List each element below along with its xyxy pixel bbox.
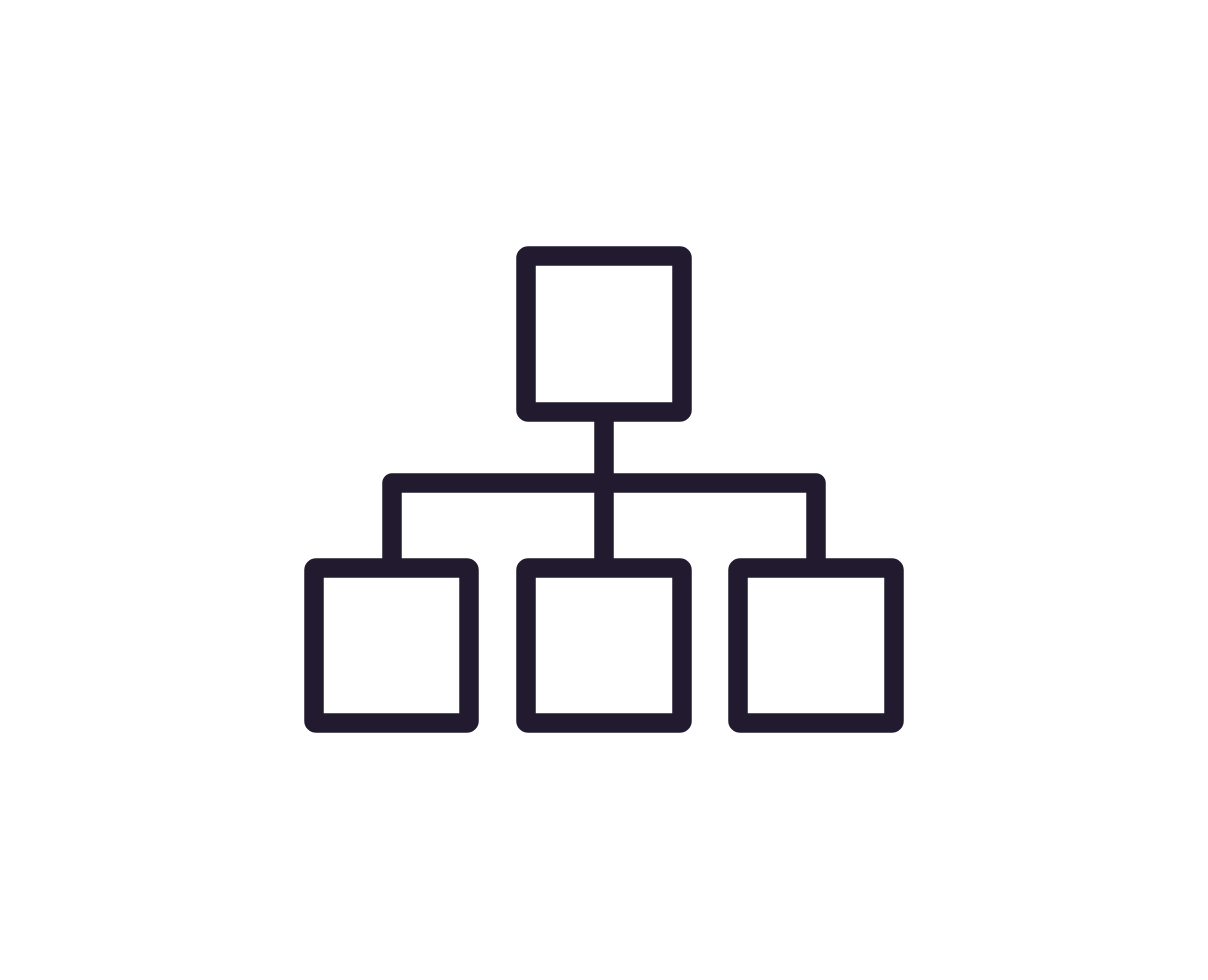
child-node-left <box>304 558 479 733</box>
branch-line <box>382 473 826 568</box>
connector-lines <box>382 412 826 568</box>
child-node-right <box>728 558 904 733</box>
child-node-center <box>516 558 692 733</box>
parent-node <box>516 246 692 422</box>
